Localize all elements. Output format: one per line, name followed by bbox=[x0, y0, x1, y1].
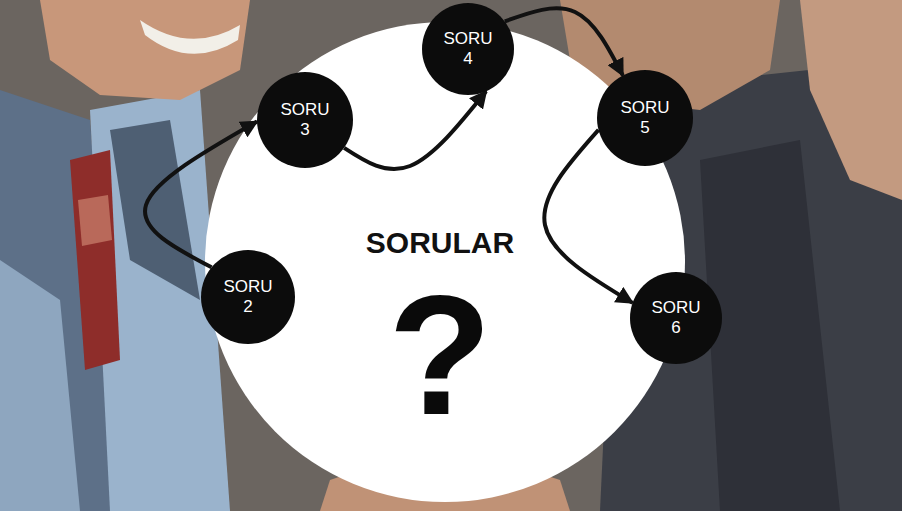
question-circle: SORU 5 bbox=[597, 70, 693, 166]
question-label: SORU 6 bbox=[648, 298, 704, 339]
question-circle: SORU 6 bbox=[630, 272, 722, 364]
question-label: SORU 4 bbox=[440, 29, 496, 70]
flow-arrow bbox=[145, 121, 257, 267]
diagram-title: SORULAR bbox=[366, 226, 514, 260]
question-circle: SORU 4 bbox=[422, 3, 514, 95]
question-label: SORU 5 bbox=[617, 98, 673, 139]
question-label: SORU 3 bbox=[277, 100, 333, 141]
question-circle: SORU 2 bbox=[201, 250, 295, 344]
flow-arrow bbox=[344, 91, 486, 169]
question-circle: SORU 3 bbox=[257, 72, 353, 168]
question-mark: ? bbox=[388, 270, 492, 440]
question-label: SORU 2 bbox=[220, 277, 276, 318]
flow-arrow bbox=[505, 8, 623, 75]
